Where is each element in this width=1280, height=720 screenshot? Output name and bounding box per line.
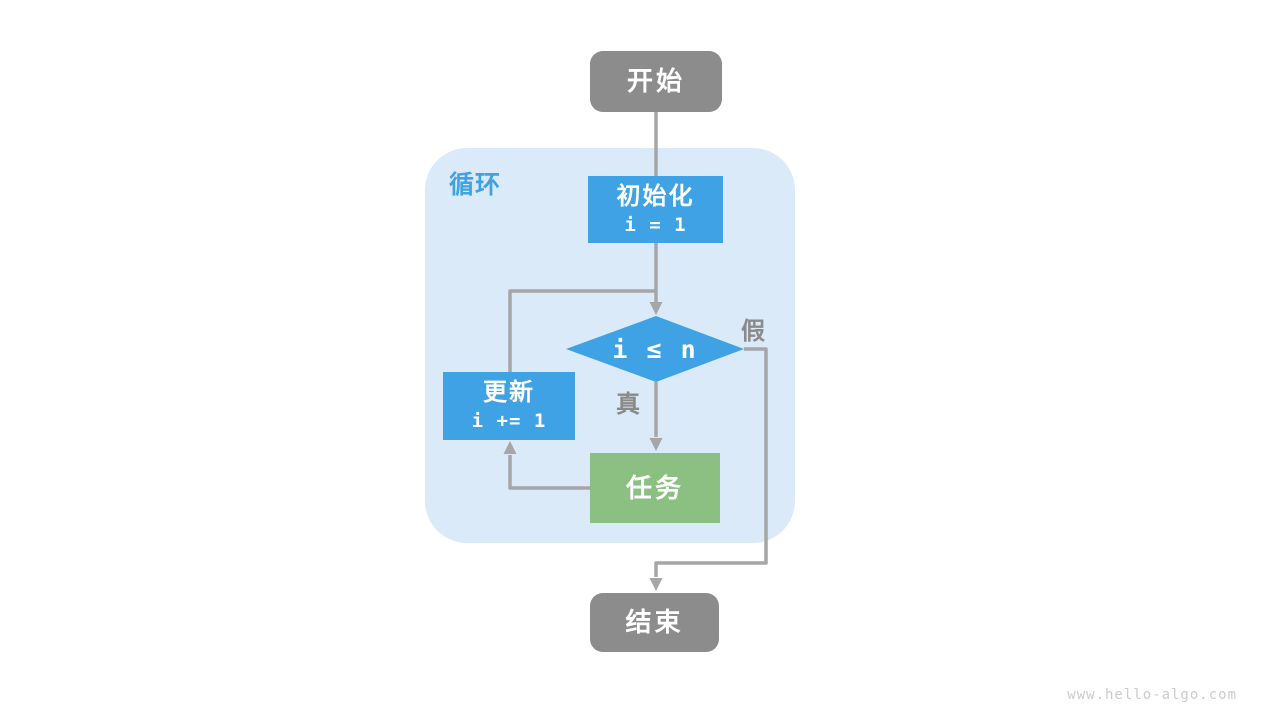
end-node: 结束 [590, 593, 719, 652]
start-node-label: 开始 [626, 66, 685, 97]
start-node: 开始 [590, 51, 722, 112]
arrowhead-into-end [649, 578, 663, 591]
edge-condition-to-end [654, 347, 768, 577]
update-node-label: 更新 [483, 379, 535, 407]
arrowhead-into-task [649, 438, 663, 451]
init-node-code: i = 1 [624, 213, 687, 236]
branch-false-label: 假 [741, 318, 765, 345]
condition-label: i ≤ n [612, 334, 698, 364]
branch-true-label: 真 [616, 391, 640, 418]
end-node-label: 结束 [625, 607, 684, 638]
init-node-label: 初始化 [616, 182, 695, 210]
watermark: www.hello-algo.com [1067, 687, 1237, 703]
init-node: 初始化 i = 1 [588, 176, 723, 243]
update-node: 更新 i += 1 [443, 372, 575, 440]
condition-diamond-shape [566, 316, 744, 382]
arrowhead-into-condition [649, 302, 663, 315]
task-node-label: 任务 [625, 472, 684, 503]
loop-label: 循环 [449, 171, 502, 199]
edge-task-to-update [508, 455, 590, 490]
update-node-code: i += 1 [471, 410, 547, 433]
arrowhead-into-update [503, 441, 517, 454]
edge-update-to-condition [508, 289, 656, 372]
task-node: 任务 [590, 453, 720, 523]
